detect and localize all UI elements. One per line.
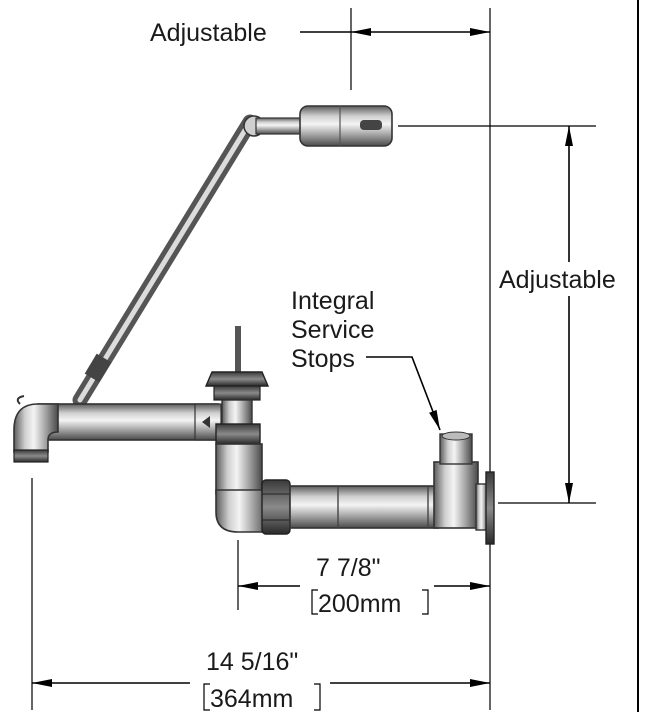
callout-leader [366,356,441,431]
valve-handle-stem [235,326,241,386]
spout-body [37,403,219,441]
long-dim-bracket-right [314,683,321,711]
valve-handle [204,371,270,387]
side-adjustable-label: Adjustable [499,266,616,294]
long-dim-metric: 364mm [210,685,293,712]
riser-pipe [215,443,263,495]
spray-head [299,105,393,147]
callout-line-1: Integral [291,287,374,315]
faucet-illustration [13,105,495,545]
short-dim-bracket-left [311,589,318,615]
lower-elbow [215,483,269,533]
callout-line-3: Stops [291,345,355,373]
union-nut [261,479,291,535]
spout-outlet [13,403,59,453]
top-adjustable-label: Adjustable [150,19,267,47]
long-dim-bracket-left [203,683,210,711]
supply-pipe [289,485,439,529]
short-dim-bracket-right [422,589,429,615]
service-stop-body [433,461,479,529]
short-dim-metric: 200mm [318,590,401,618]
callout-line-2: Service [291,316,374,344]
short-dim-imperial: 7 7/8" [316,554,380,582]
long-dim-imperial: 14 5/16" [206,648,298,676]
